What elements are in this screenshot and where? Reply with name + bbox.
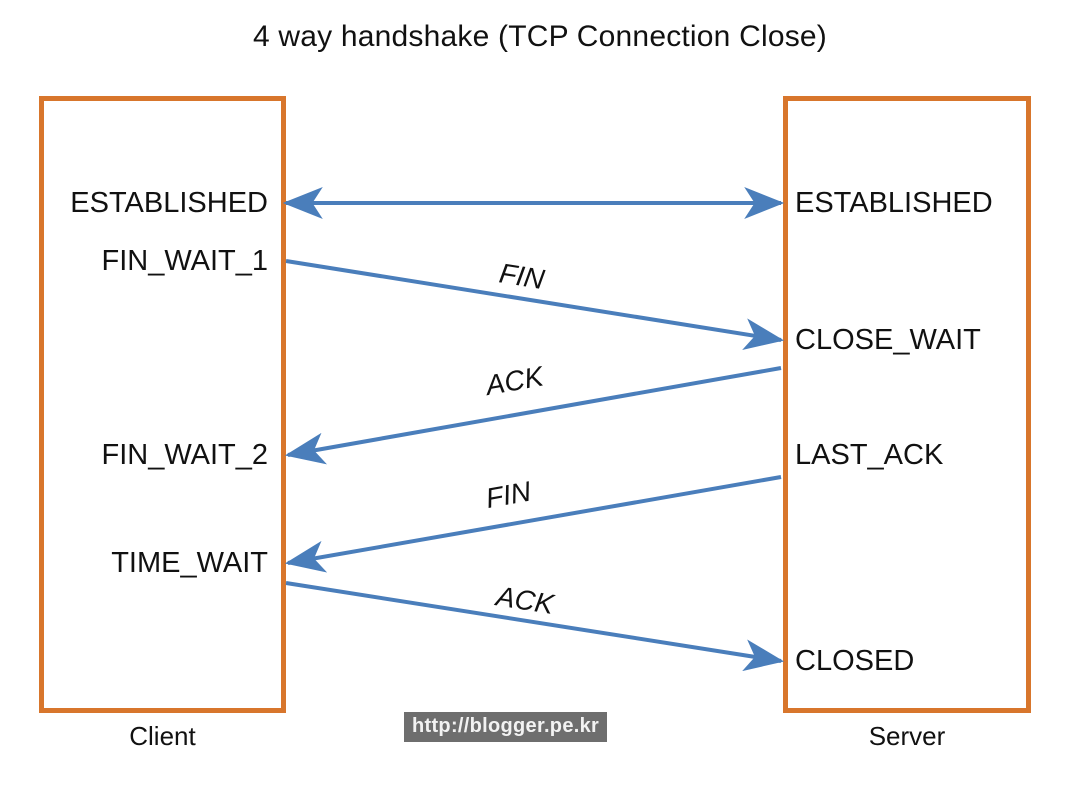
server-state-close-wait: CLOSE_WAIT [795,324,981,356]
client-state-established: ESTABLISHED [70,187,268,219]
page-title: 4 way handshake (TCP Connection Close) [252,20,827,53]
arrow-ack-server-to-client [284,366,782,465]
server-state-established: ESTABLISHED [795,187,993,219]
watermark: http://blogger.pe.kr [404,712,608,742]
client-caption: Client [129,721,196,751]
message-label-fin-1: FIN [497,257,547,296]
server-caption: Server [868,721,946,751]
client-state-fin-wait-1: FIN_WAIT_1 [101,245,268,277]
client-state-time-wait: TIME_WAIT [111,547,268,579]
client-state-fin-wait-2: FIN_WAIT_2 [101,439,268,471]
arrow-ack-client-to-server [285,581,785,672]
server-state-closed: CLOSED [795,645,915,677]
arrow-fin-server-to-client [284,475,782,573]
server-state-last-ack: LAST_ACK [795,439,944,471]
arrow-fin-client-to-server [285,259,785,351]
client-lifeline-box [39,96,286,713]
server-lifeline-box [783,96,1031,713]
